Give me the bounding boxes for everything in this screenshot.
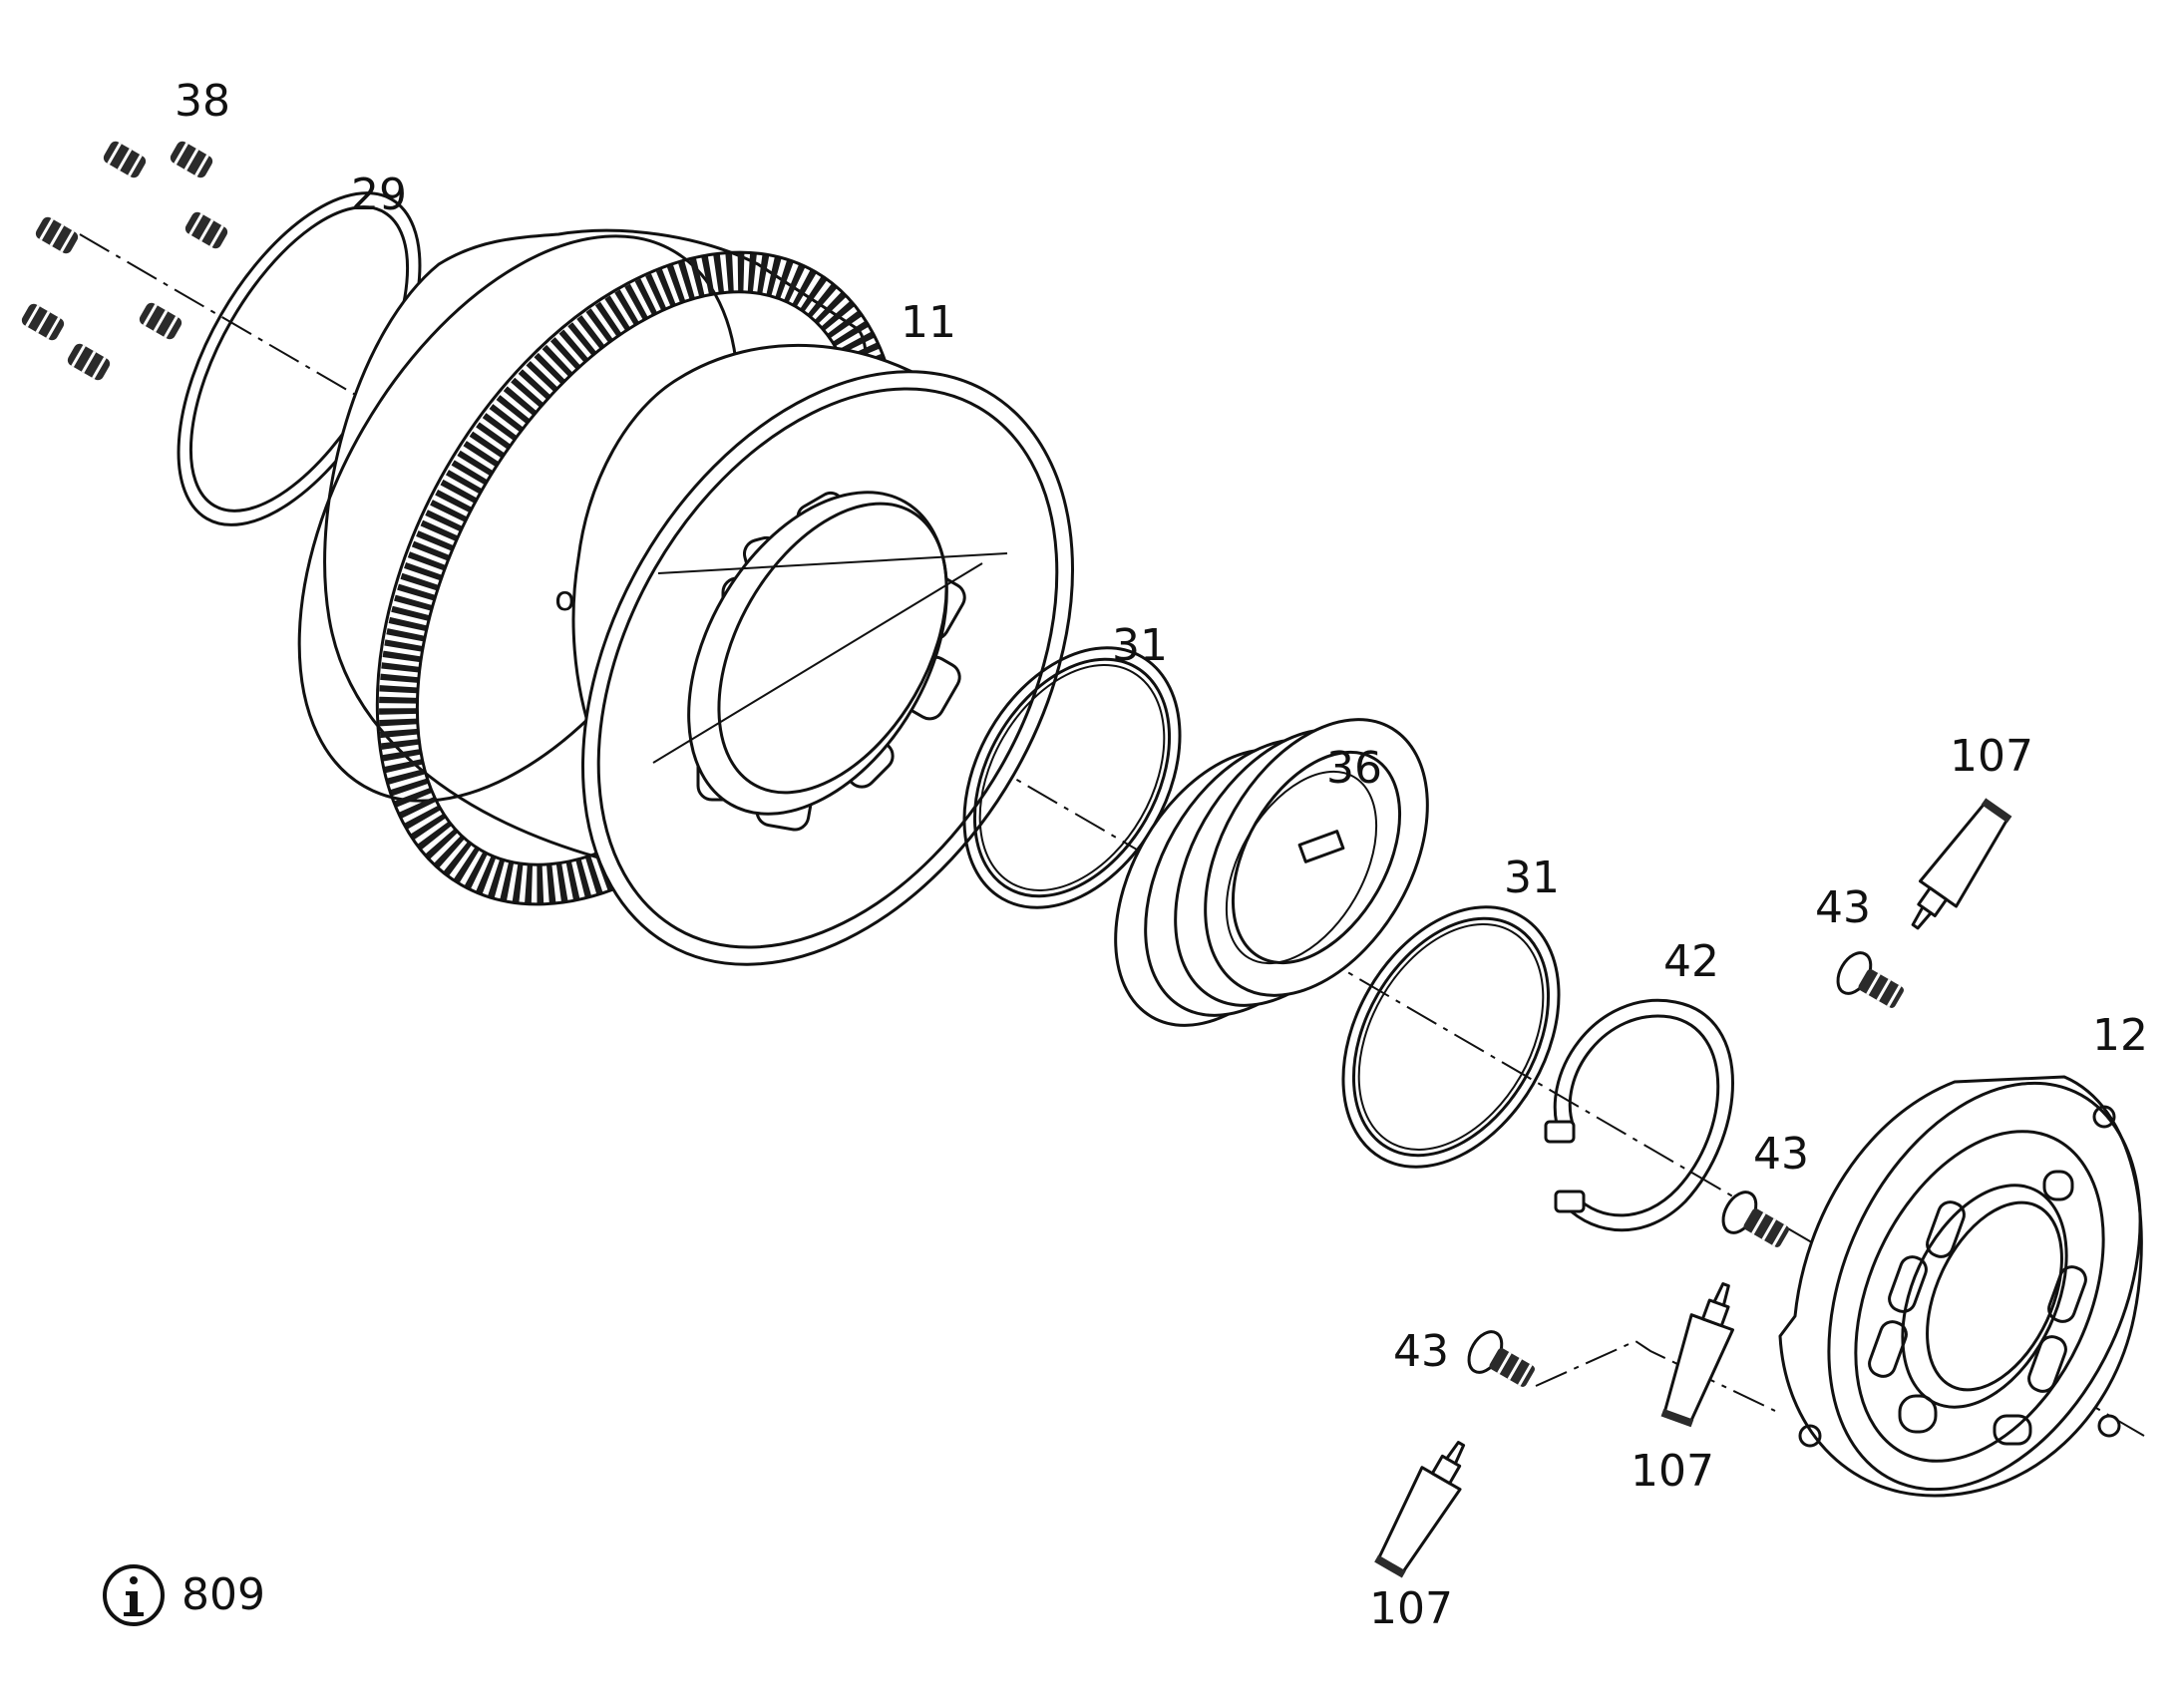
- part-31-seal-ring-second: [1341, 905, 1561, 1169]
- callout-labels: 38 29 11 31 36 31 107 43 42 12 43 43 107…: [175, 76, 2148, 1634]
- part-38-set-screws: [21, 141, 228, 381]
- info-reference: 809: [103, 1564, 265, 1626]
- callout-31-second: 31: [1504, 853, 1560, 903]
- part-36-spring-stack: [1114, 718, 1429, 1027]
- callout-38: 38: [175, 76, 230, 127]
- callout-11: 11: [901, 297, 956, 348]
- callout-43-middle: 43: [1753, 1129, 1809, 1180]
- part-31-seal-ring-first: [962, 646, 1182, 909]
- part-43-bolts: [1467, 951, 1904, 1387]
- callout-29: 29: [351, 170, 407, 220]
- callout-107-middle: 107: [1631, 1446, 1714, 1497]
- callout-43-bottom: 43: [1393, 1326, 1449, 1377]
- callout-36: 36: [1326, 743, 1382, 794]
- callout-107-bottom: 107: [1369, 1583, 1453, 1634]
- callout-43-top: 43: [1815, 882, 1871, 933]
- part-42-retaining-ring: [1544, 998, 1734, 1232]
- part-107-adhesive-tubes: [1374, 798, 2012, 1578]
- part-11-cylinder-block: [297, 228, 1074, 966]
- callout-42: 42: [1663, 936, 1719, 987]
- info-reference-number: 809: [182, 1569, 265, 1620]
- callout-31-first: 31: [1112, 620, 1168, 671]
- cylinder-block-mark: o: [554, 579, 575, 619]
- part-12-port-plate: [1778, 1075, 2143, 1498]
- callout-12: 12: [2092, 1010, 2148, 1061]
- callout-107-top: 107: [1950, 731, 2033, 782]
- info-icon: [103, 1564, 165, 1626]
